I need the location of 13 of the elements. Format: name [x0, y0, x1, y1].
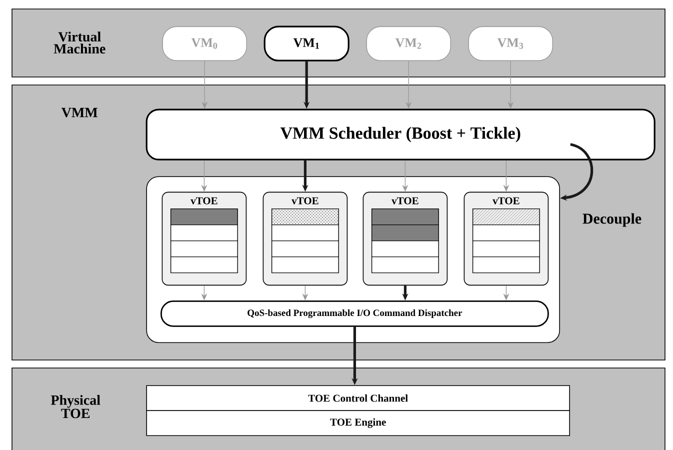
dispatcher-box: QoS-based Programmable I/O Command Dispatcher: [160, 300, 549, 327]
vm-box: VM$_{2}$: [366, 26, 451, 61]
scheduler-box: VMM Scheduler (Boost + Tickle): [146, 108, 656, 160]
edge-label: Decouple: [582, 213, 642, 227]
vtoe-box: [472, 208, 540, 274]
layer-box: TOE Engine: [146, 410, 570, 436]
layer-box: TOE Control Channel: [146, 385, 570, 411]
vm-box: VM$_{1}$: [264, 26, 350, 62]
vtoe-box: vTOE: [362, 192, 448, 286]
vtoe-box: vTOE: [162, 192, 247, 286]
vm-box: VM$_{3}$: [468, 26, 553, 61]
vm-box: VM$_{0}$: [162, 26, 247, 61]
vtoe-box: [271, 208, 339, 274]
